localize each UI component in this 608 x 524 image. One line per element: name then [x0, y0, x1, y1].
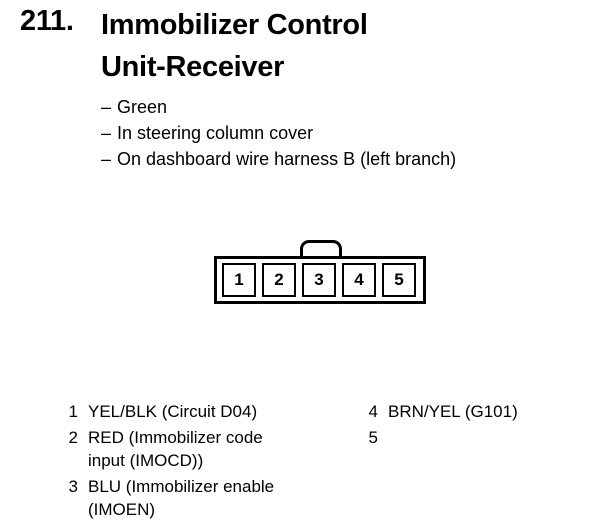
- detail-text: In steering column cover: [117, 123, 314, 143]
- pinout-entry-4: 4 BRN/YEL (G101): [364, 400, 584, 423]
- pin-number: 4: [368, 402, 378, 421]
- connector-pin-2: 2: [262, 263, 296, 297]
- connector-pin-4: 4: [342, 263, 376, 297]
- bullet-dash: –: [101, 123, 112, 143]
- bullet-dash: –: [101, 97, 112, 117]
- detail-location: –In steering column cover: [101, 120, 456, 146]
- connector-diagram: 1 2 3 4 5: [214, 240, 434, 306]
- bullet-dash: –: [101, 149, 112, 169]
- pin-number: 1: [68, 402, 78, 421]
- component-number: 211.: [20, 5, 74, 37]
- component-title-line-1: Immobilizer Control: [101, 9, 368, 41]
- detail-harness: –On dashboard wire harness B (left branc…: [101, 146, 456, 172]
- detail-text: On dashboard wire harness B (left branch…: [117, 149, 457, 169]
- pin-wire-description-continued: (IMOEN): [88, 500, 156, 519]
- pin-number: 5: [368, 428, 378, 447]
- connector-latch: [300, 240, 342, 258]
- pin-wire-description: BRN/YEL (G101): [388, 402, 518, 421]
- connector-pin-3: 3: [302, 263, 336, 297]
- pinout-entry-1: 1 YEL/BLK (Circuit D04): [64, 400, 354, 423]
- component-title: Immobilizer Control Unit-Receiver: [101, 4, 581, 88]
- component-details: –Green –In steering column cover –On das…: [101, 94, 456, 172]
- pin-wire-description: BLU (Immobilizer enable: [88, 477, 275, 496]
- connector-pin-1: 1: [222, 263, 256, 297]
- detail-color: –Green: [101, 94, 456, 120]
- pinout-list-right: 4 BRN/YEL (G101) 5: [364, 400, 584, 447]
- pinout-list-left: 1 YEL/BLK (Circuit D04) 2 RED (Immobiliz…: [64, 400, 354, 524]
- detail-text: Green: [117, 97, 168, 117]
- pin-wire-description: YEL/BLK (Circuit D04): [88, 402, 258, 421]
- pin-wire-description-continued: input (IMOCD)): [88, 451, 204, 470]
- pin-number: 3: [68, 477, 78, 496]
- connector-housing: 1 2 3 4 5: [214, 256, 426, 304]
- pinout-entry-3: 3 BLU (Immobilizer enable (IMOEN): [64, 475, 354, 521]
- pin-number: 2: [68, 428, 78, 447]
- component-title-line-2: Unit-Receiver: [101, 51, 285, 83]
- pin-wire-description: RED (Immobilizer code: [88, 428, 263, 447]
- pinout-entry-2: 2 RED (Immobilizer code input (IMOCD)): [64, 426, 354, 472]
- connector-pin-5: 5: [382, 263, 416, 297]
